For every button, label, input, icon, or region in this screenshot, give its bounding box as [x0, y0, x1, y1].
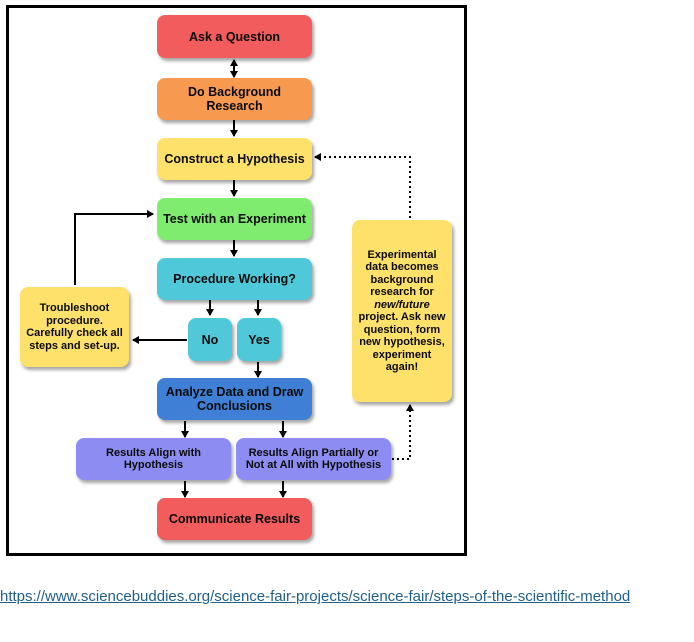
result-align-label: Results Align with Hypothesis [106, 446, 201, 472]
note-troubleshoot: Troubleshoot procedure. Carefully check … [20, 287, 129, 367]
note-feedback-before: Experimental data becomes background res… [365, 248, 439, 299]
step-test-label: Test with an Experiment [163, 212, 306, 226]
step-procedure-label: Procedure Working? [173, 272, 296, 286]
dotted-arrow-partial-feedback [392, 404, 414, 460]
decision-no-label: No [201, 332, 219, 347]
source-link[interactable]: https://www.sciencebuddies.org/science-f… [0, 588, 631, 605]
step-ask-label: Ask a Question [189, 29, 280, 44]
decision-no: No [188, 318, 232, 361]
result-partial: Results Align Partially or Not at All wi… [236, 438, 391, 480]
flow-arrows [74, 59, 414, 498]
step-analyze-data: Analyze Data and Draw Conclusions [157, 378, 312, 420]
note-troubleshoot-label: Troubleshoot procedure. Carefully check … [26, 302, 123, 352]
step-analyze-label: Analyze Data and Draw Conclusions [165, 385, 304, 413]
step-communicate-label: Communicate Results [168, 512, 301, 526]
step-background-research: Do Background Research [157, 78, 312, 120]
arrow-troubleshoot-test [74, 210, 154, 285]
step-test-experiment: Test with an Experiment [157, 198, 312, 240]
dotted-arrow-feedback-hypothesis [314, 153, 411, 218]
step-procedure-working: Procedure Working? [157, 258, 312, 300]
decision-yes: Yes [237, 318, 281, 361]
step-communicate-results: Communicate Results [157, 498, 312, 540]
note-feedback-text: Experimental data becomes background res… [356, 249, 448, 374]
note-feedback: Experimental data becomes background res… [352, 220, 452, 402]
step-construct-hypothesis: Construct a Hypothesis [157, 138, 312, 180]
step-research-label: Do Background Research [187, 85, 282, 113]
note-feedback-after: project. Ask new question, form new hypo… [358, 311, 446, 373]
result-partial-label: Results Align Partially or Not at All wi… [245, 446, 382, 472]
step-ask-question: Ask a Question [157, 15, 312, 58]
result-align: Results Align with Hypothesis [76, 438, 231, 480]
step-hypothesis-label: Construct a Hypothesis [164, 152, 305, 166]
note-feedback-italic: new/future [374, 298, 430, 311]
decision-yes-label: Yes [248, 332, 270, 347]
